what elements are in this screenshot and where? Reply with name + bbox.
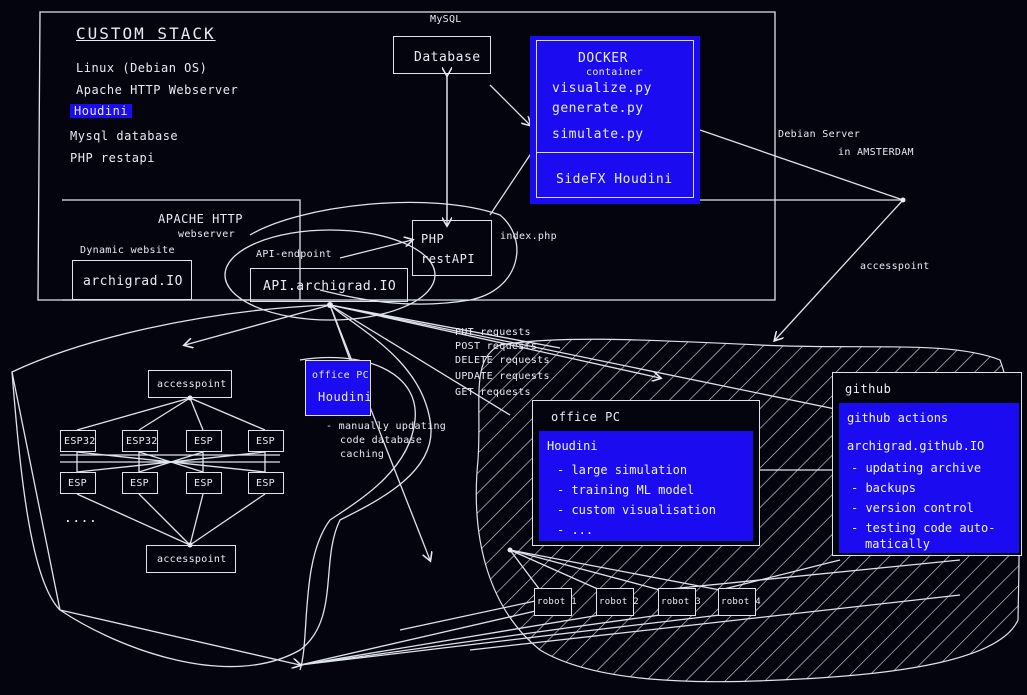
esp-more: .... xyxy=(64,511,98,526)
github-panel: github actions archigrad.github.IO - upd… xyxy=(839,403,1019,553)
docker-frame xyxy=(536,40,694,198)
site-box: archigrad.IO xyxy=(72,260,192,300)
robot-label: robot 2 xyxy=(599,597,640,607)
esp-node: ESP32 xyxy=(60,430,96,452)
github-item: matically xyxy=(865,537,931,551)
github-item: - updating archive xyxy=(851,461,982,475)
office-pc-item: - training ML model xyxy=(557,483,695,497)
github-frame: github github actions archigrad.github.I… xyxy=(832,372,1022,556)
robot-label: robot 3 xyxy=(661,597,702,607)
office-note-1: - manually updating xyxy=(326,421,447,432)
custom-stack-frame xyxy=(37,11,776,301)
docker-title: DOCKER xyxy=(578,51,628,66)
database-label: Database xyxy=(414,50,481,65)
office-pc-item: - ... xyxy=(557,523,594,537)
esp-node: ESP xyxy=(186,430,222,452)
php-box: PHP restAPI xyxy=(412,220,492,276)
api-endpoint-label: API-endpoint xyxy=(256,249,332,260)
php-ellipse xyxy=(249,201,518,305)
robot-box: robot 4 xyxy=(718,588,761,616)
office-small-outline xyxy=(299,356,416,671)
esp-label: ESP xyxy=(194,436,213,447)
github-item: archigrad.github.IO xyxy=(847,439,985,453)
github-title: github xyxy=(845,382,892,396)
esp-label: ESP xyxy=(68,478,87,489)
request-post: POST requests xyxy=(455,341,538,352)
docker-subtitle: container xyxy=(586,67,643,78)
office-pc-item: - large simulation xyxy=(557,463,688,477)
office-pc-item: - custom visualisation xyxy=(557,503,716,517)
request-put: PUT requests xyxy=(455,327,531,338)
docker-container: DOCKER container visualize.py generate.p… xyxy=(530,36,700,204)
office-pc-title: office PC xyxy=(551,410,621,424)
stack-item-linux: Linux (Debian OS) xyxy=(76,61,208,75)
stack-item-apache: Apache HTTP Webserver xyxy=(76,83,239,97)
bottom-accesspoint-box: accesspoint xyxy=(146,545,236,573)
docker-file-simulate: simulate.py xyxy=(552,127,644,142)
robot-box: robot 2 xyxy=(596,588,639,616)
bottom-accesspoint-label: accesspoint xyxy=(157,554,227,565)
robot-box: robot 3 xyxy=(658,588,701,616)
github-item: - backups xyxy=(851,481,917,495)
office-pc-head: Houdini xyxy=(547,439,598,453)
office-note-3: caching xyxy=(340,449,385,460)
mysql-label: MySQL xyxy=(430,14,462,25)
robot-box: robot 1 xyxy=(534,588,577,616)
top-accesspoint-box: accesspoint xyxy=(148,370,232,398)
index-php-label: index.php xyxy=(500,231,557,242)
office-pc-small-label: office PC xyxy=(312,370,369,381)
stack-item-mysql: Mysql database xyxy=(70,129,179,143)
esp-node: ESP32 xyxy=(122,430,158,452)
office-pc-small-houdini: Houdini xyxy=(318,390,373,404)
docker-engine: SideFX Houdini xyxy=(556,172,673,187)
esp-node: ESP xyxy=(122,472,158,494)
office-pc-panel: Houdini - large simulation - training ML… xyxy=(539,431,753,541)
github-item: github actions xyxy=(847,411,949,425)
esp-label: ESP xyxy=(194,478,213,489)
site-label: archigrad.IO xyxy=(83,274,183,289)
esp-label: ESP xyxy=(256,436,275,447)
dynamic-website-label: Dynamic website xyxy=(80,245,175,256)
apache-title: APACHE HTTP xyxy=(158,212,243,226)
robot-label: robot 1 xyxy=(537,597,578,607)
request-delete: DELETE requests xyxy=(455,355,550,366)
api-label: API.archigrad.IO xyxy=(263,279,397,294)
apache-frame xyxy=(62,199,301,301)
office-pc-frame: office PC Houdini - large simulation - t… xyxy=(532,400,760,546)
docker-divider xyxy=(536,152,694,153)
accesspoint-label: accesspoint xyxy=(860,261,930,272)
request-update: UPDATE requests xyxy=(455,371,550,382)
database-box: Database xyxy=(393,36,491,74)
github-item: - version control xyxy=(851,501,974,515)
server-name: Debian Server xyxy=(778,129,861,140)
apache-subtitle: webserver xyxy=(178,229,235,240)
esp-node: ESP xyxy=(186,472,222,494)
rest-api-label: restAPI xyxy=(421,252,476,266)
stack-item-php: PHP restapi xyxy=(70,151,155,165)
docker-file-visualize: visualize.py xyxy=(552,81,652,96)
esp-node: ESP xyxy=(60,472,96,494)
top-accesspoint-label: accesspoint xyxy=(157,379,227,390)
esp-label: ESP xyxy=(130,478,149,489)
server-location: in AMSTERDAM xyxy=(838,147,914,158)
esp-label: ESP32 xyxy=(126,436,158,447)
request-get: GET requests xyxy=(455,387,531,398)
docker-file-generate: generate.py xyxy=(552,101,644,116)
php-label: PHP xyxy=(421,232,445,246)
office-note-2: code database xyxy=(340,435,423,446)
custom-stack-title: CUSTOM STACK xyxy=(76,24,216,43)
esp-label: ESP xyxy=(256,478,275,489)
esp-node: ESP xyxy=(248,472,284,494)
github-item: - testing code auto- xyxy=(851,521,996,535)
esp-node: ESP xyxy=(248,430,284,452)
office-pc-small: office PC Houdini xyxy=(305,360,373,416)
esp-label: ESP32 xyxy=(64,436,96,447)
api-box: API.archigrad.IO xyxy=(250,268,408,302)
robot-label: robot 4 xyxy=(721,597,762,607)
stack-item-houdini: Houdini xyxy=(70,104,133,118)
